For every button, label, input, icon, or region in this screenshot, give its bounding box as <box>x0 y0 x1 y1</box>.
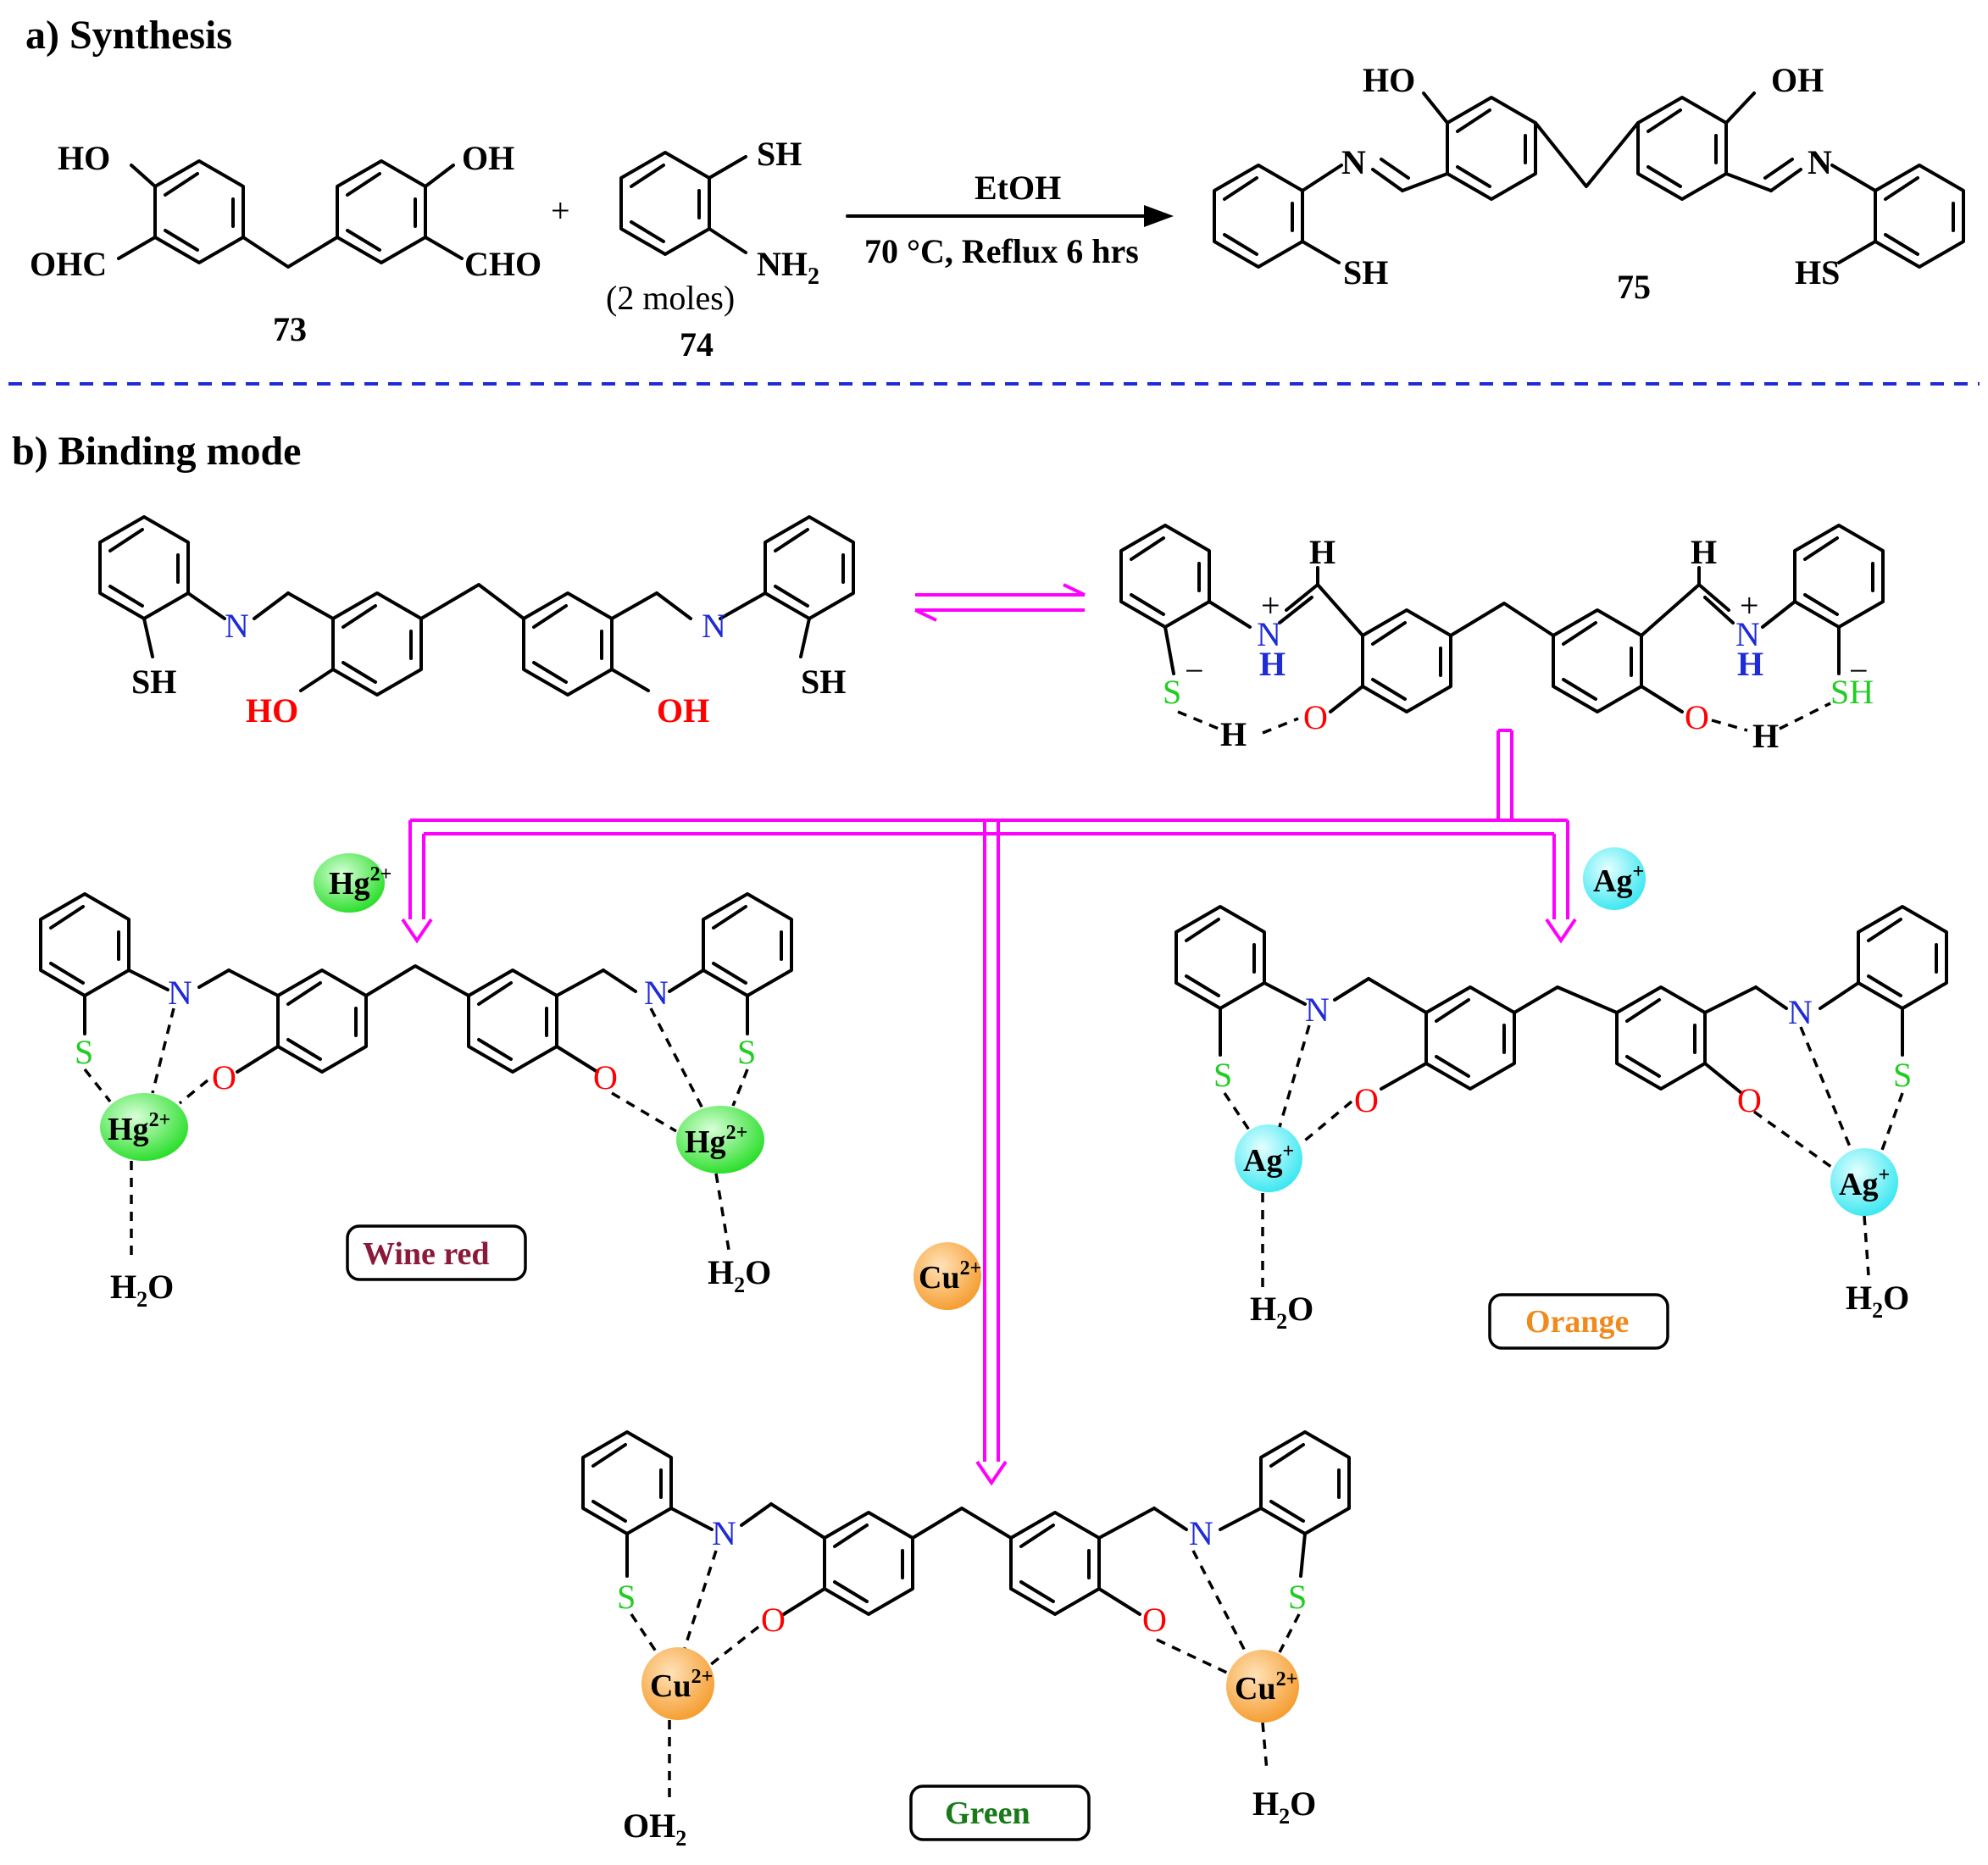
free-ion-cu: Cu2+ <box>913 1242 981 1310</box>
label-cho: CHO <box>464 245 541 283</box>
label-o-right: O <box>1142 1601 1167 1639</box>
metal-label-right: Ag+ <box>1839 1164 1890 1202</box>
label-ho: HO <box>58 139 110 177</box>
compound-number-73: 73 <box>273 310 307 348</box>
label-o-right: O <box>593 1058 618 1096</box>
label-minus-left: − <box>1185 652 1204 690</box>
ion-label: Cu2+ <box>919 1257 981 1296</box>
section-a-title: a) Synthesis <box>25 13 232 58</box>
label-h-top-right: H <box>1691 533 1717 571</box>
label-hs: HS <box>1795 253 1840 291</box>
label-n-left: N <box>1305 991 1330 1029</box>
free-ligand: N N SH SH HO OH <box>98 515 855 730</box>
ion-label: Ag+ <box>1593 861 1644 899</box>
label-sh-right: SH <box>1830 673 1874 711</box>
color-label-green: Green <box>945 1796 1030 1831</box>
label-nh-h-left: H <box>1259 645 1286 683</box>
label-sh: SH <box>757 135 802 173</box>
label-n-right: N <box>644 974 669 1012</box>
label-o-left: O <box>212 1058 236 1096</box>
label-h-top-left: H <box>1309 533 1336 571</box>
label-n-right: N <box>1788 993 1813 1031</box>
compound-number-75: 75 <box>1617 268 1651 306</box>
label-n-left: N <box>1341 143 1366 181</box>
label-nh-h-right: H <box>1737 645 1763 683</box>
solvent-label: EtOH <box>975 169 1061 207</box>
label-s-right: S <box>1288 1578 1307 1616</box>
label-s-right: S <box>737 1033 756 1071</box>
water-right: H2O <box>708 1253 771 1297</box>
moles-label: (2 moles) <box>606 279 735 317</box>
metal-label-left: Cu2+ <box>650 1666 713 1704</box>
label-s-right: S <box>1893 1056 1912 1094</box>
label-s-left: S <box>1213 1056 1232 1094</box>
distribution-arrows <box>401 729 1577 1486</box>
label-ohc: OHC <box>30 245 107 283</box>
water-left: H2O <box>1250 1290 1313 1334</box>
water-left-oh2: OH2 <box>623 1807 686 1851</box>
complex-ag: N N S S O O Ag+ Ag+ H2O H2O Orange <box>1174 905 1948 1350</box>
label-sh-right: SH <box>801 663 846 701</box>
color-label-wine-red: Wine red <box>363 1236 490 1272</box>
label-plus-right: + <box>1740 586 1759 624</box>
tautomer: H H + N H + N H S − SH − O O H H <box>1119 524 1885 755</box>
conditions-label: 70 °C, Reflux 6 hrs <box>864 232 1139 270</box>
product-75: HO OH N N SH HS 75 <box>1213 61 1965 306</box>
label-s-left: S <box>1163 673 1181 711</box>
free-ion-hg: Hg2+ <box>314 853 391 913</box>
label-oh: OH <box>1771 61 1824 99</box>
metal-label-left: Hg2+ <box>108 1109 170 1147</box>
equilibrium-arrows <box>914 583 1086 622</box>
label-n-left: N <box>712 1514 736 1552</box>
plus-sign: + <box>551 191 570 230</box>
label-n-right: N <box>1808 143 1832 181</box>
reactant-74: SH NH2 (2 moles) 74 <box>606 135 819 364</box>
label-oh: OH <box>657 691 709 730</box>
label-plus-left: + <box>1261 586 1280 624</box>
label-s-left: S <box>617 1578 636 1616</box>
metal-label-left: Ag+ <box>1243 1141 1294 1179</box>
compound-number-74: 74 <box>680 325 714 364</box>
label-ho: HO <box>1363 61 1415 99</box>
label-n-left: N <box>225 607 249 645</box>
label-ho: HO <box>246 691 298 730</box>
complex-cu: N N S S O O Cu2+ Cu2+ OH2 H2O Green <box>581 1430 1351 1851</box>
label-o-left: O <box>1303 698 1328 736</box>
label-nh2: NH2 <box>757 245 819 290</box>
label-h-bottom-left: H <box>1220 715 1247 753</box>
reactant-73: HO OH OHC CHO 73 <box>30 139 541 348</box>
label-h-bottom-right: H <box>1752 717 1779 755</box>
label-sh: SH <box>1343 253 1388 291</box>
label-n-right: N <box>702 607 726 645</box>
water-right: H2O <box>1846 1279 1909 1323</box>
metal-label-right: Cu2+ <box>1235 1668 1297 1707</box>
label-n-left: N <box>168 974 192 1012</box>
water-right: H2O <box>1252 1785 1316 1829</box>
label-o-left: O <box>761 1601 786 1639</box>
label-n-right: N <box>1189 1514 1213 1552</box>
label-s-left: S <box>75 1033 93 1071</box>
metal-label-right: Hg2+ <box>685 1122 747 1160</box>
label-sh-left: SH <box>131 663 176 701</box>
reaction-arrow: EtOH 70 °C, Reflux 6 hrs <box>846 169 1174 270</box>
label-oh: OH <box>462 139 514 177</box>
water-left: H2O <box>110 1268 174 1312</box>
color-label-orange: Orange <box>1525 1304 1629 1340</box>
complex-hg: N N S S O O Hg2+ Hg2+ H2O H2O Wine red <box>39 892 793 1312</box>
ion-label: Hg2+ <box>329 863 391 902</box>
label-n-right: N <box>1735 615 1760 653</box>
label-minus-right: − <box>1849 652 1869 690</box>
free-ion-ag: Ag+ <box>1583 847 1646 910</box>
label-o-left: O <box>1354 1081 1379 1119</box>
label-o-right: O <box>1685 698 1709 736</box>
label-n-left: N <box>1257 615 1281 653</box>
section-b-title: b) Binding mode <box>12 429 301 474</box>
